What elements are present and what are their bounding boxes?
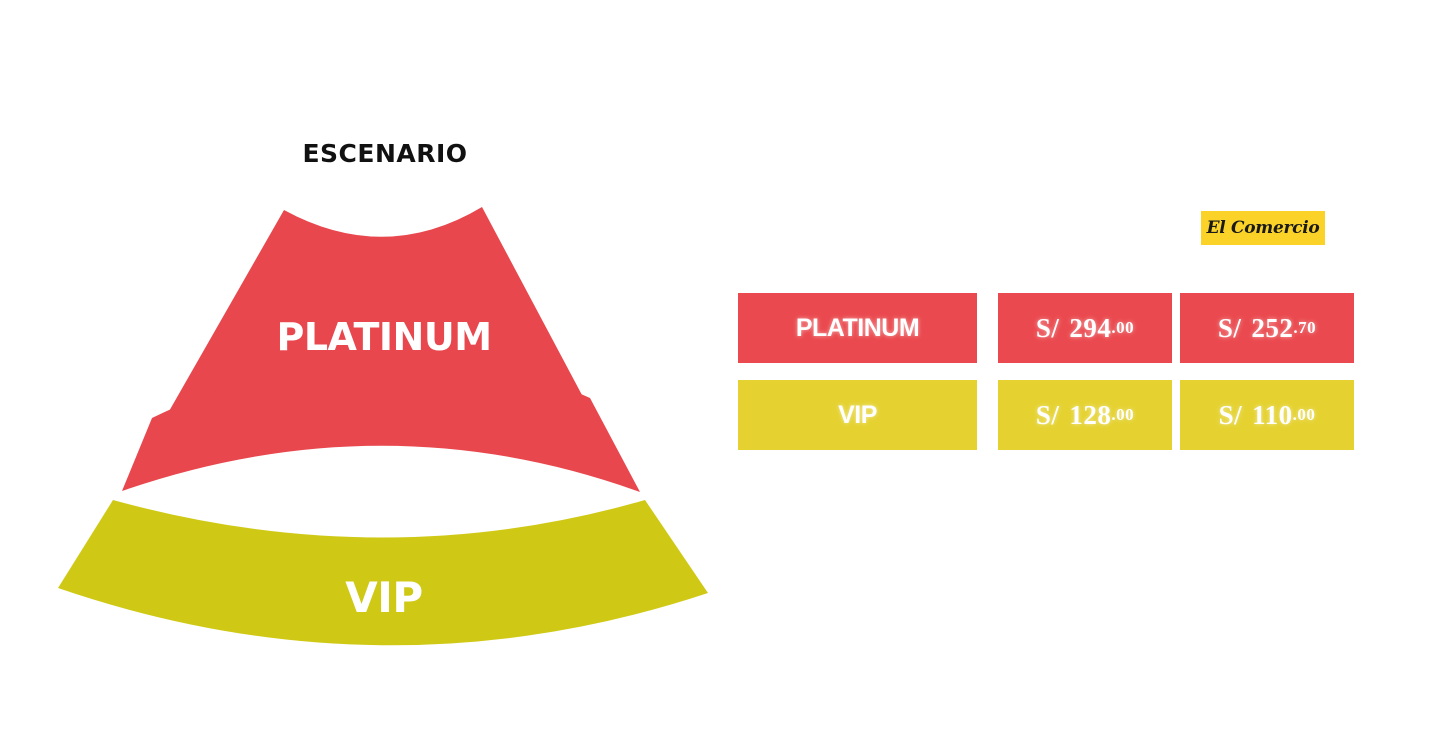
price-whole: 110 [1252,399,1293,430]
price-row-platinum-zone: PLATINUM [738,293,977,363]
zone-vip-label: VIP [345,573,422,622]
price-cents: .00 [1111,318,1135,337]
zone-platinum-middle[interactable] [122,356,640,492]
price-whole: 294 [1069,312,1112,343]
brand-logo: El Comercio [1201,211,1325,245]
price-whole: 128 [1069,399,1112,430]
zone-platinum-front-label: PLATINUM [276,315,491,359]
currency-symbol: S/ [1217,312,1242,343]
price-platinum-b: S/ 252.70 [1180,293,1354,363]
zone-platinum-middle-label: PLATINUM [284,480,488,521]
price-vip-b: S/ 110.00 [1180,380,1354,450]
price-whole: 252 [1251,312,1294,343]
currency-symbol: S/ [1035,312,1060,343]
price-platinum-a: S/ 294.00 [998,293,1172,363]
price-cents: .00 [1111,405,1135,424]
currency-symbol: S/ [1035,399,1060,430]
price-cents: .00 [1292,405,1316,424]
zone-platinum-front[interactable] [168,207,582,413]
price-vip-a: S/ 128.00 [998,380,1172,450]
zone-name-text: VIP [838,400,877,429]
price-row-vip-zone: VIP [738,380,977,450]
price-cents: .70 [1293,318,1317,337]
currency-symbol: S/ [1218,399,1243,430]
zone-name-text: PLATINUM [795,313,920,342]
stage-label: ESCENARIO [302,139,467,168]
zone-vip[interactable] [58,500,708,646]
